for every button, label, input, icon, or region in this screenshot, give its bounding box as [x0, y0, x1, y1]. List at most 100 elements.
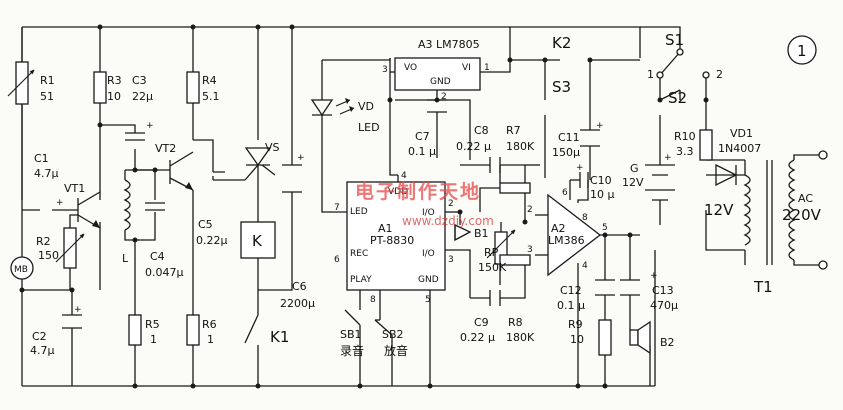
label-c1-value: 4.7μ	[34, 167, 59, 180]
label-sw1: 1	[647, 68, 654, 81]
label-a1-pin3: 3	[448, 255, 454, 265]
label-c12: C12	[560, 284, 582, 297]
label-c4: C4	[150, 250, 165, 263]
label-c8-value: 0.22 μ	[456, 140, 491, 153]
label-c6: C6	[292, 280, 307, 293]
label-c8: C8	[474, 124, 489, 137]
label-r5-value: 1	[150, 333, 157, 346]
label-vt1: VT1	[64, 182, 85, 195]
label-play: PLAY	[350, 275, 372, 285]
label-amp-pin5: 5	[602, 223, 608, 233]
label-circled-1: 1	[797, 42, 807, 60]
label-amp-pin6: 6	[562, 188, 568, 198]
label-c2-value: 4.7μ	[30, 344, 55, 357]
label-s2: S2	[668, 89, 687, 107]
label-r4: R4	[202, 74, 217, 87]
label-plus-c3: +	[146, 121, 154, 131]
label-c5: C5	[198, 218, 213, 231]
component-labels: R1 51 R3 10 C3 22μ R4 5.1 C1 4.7μ VT1 VT…	[14, 31, 822, 358]
label-c6-value: 2200μ	[280, 297, 315, 310]
component-symbols	[7, 24, 828, 389]
label-k2: K2	[552, 34, 571, 52]
label-s3: S3	[552, 78, 571, 96]
label-vt2: VT2	[155, 142, 176, 155]
label-b1: B1	[474, 227, 489, 240]
label-reg-pin3: 3	[382, 65, 388, 75]
label-k1: K1	[270, 328, 289, 346]
label-c10-value: 10 μ	[590, 188, 615, 201]
label-io2: I/O	[422, 249, 435, 259]
label-c9-value: 0.22 μ	[460, 331, 495, 344]
label-r3-value: 10	[107, 90, 121, 103]
label-plus-c1: +	[56, 198, 64, 208]
label-t1: T1	[753, 278, 773, 296]
label-vdd: VDD	[388, 187, 408, 197]
label-amp-pin2: 2	[527, 205, 533, 215]
label-reg-pin2: 2	[441, 92, 447, 102]
label-a1-pin5: 5	[425, 295, 431, 305]
label-sw2: 2	[716, 68, 723, 81]
label-led: LED	[358, 121, 380, 134]
label-a1-chip: PT-8830	[370, 234, 414, 247]
label-c3-value: 22μ	[132, 90, 153, 103]
label-mb: MB	[14, 265, 28, 275]
label-r7-value: 180K	[506, 140, 535, 153]
label-amp-pin8: 8	[582, 213, 588, 223]
label-a1-pin6: 6	[334, 255, 340, 265]
label-r10: R10	[674, 130, 696, 143]
label-c10: C10	[590, 174, 612, 187]
label-c12-value: 0.1 μ	[557, 299, 585, 312]
label-r9-value: 10	[570, 333, 584, 346]
label-c9: C9	[474, 316, 489, 329]
label-plus-c13: +	[650, 271, 658, 281]
label-r2: R2	[36, 235, 51, 248]
label-a1: A1	[378, 222, 393, 235]
label-vd1-value: 1N4007	[718, 142, 761, 155]
label-sb2-cn: 放音	[384, 343, 408, 358]
label-amp-pin3: 3	[527, 245, 533, 255]
label-s1: S1	[665, 31, 684, 49]
label-r9: R9	[568, 318, 583, 331]
label-plus-c11: +	[596, 121, 604, 131]
label-r8: R8	[508, 316, 523, 329]
label-c7: C7	[415, 130, 430, 143]
label-c5-value: 0.22μ	[196, 234, 228, 247]
label-ac-220v: 220V	[782, 206, 822, 224]
label-vs: VS	[265, 141, 280, 154]
label-sb1: SB1	[340, 328, 362, 341]
label-a1-pin2: 2	[448, 199, 454, 209]
label-b2: B2	[660, 336, 675, 349]
label-vd1: VD1	[730, 127, 753, 140]
label-r4-value: 5.1	[202, 90, 220, 103]
label-r8-value: 180K	[506, 331, 535, 344]
label-r10-value: 3.3	[676, 145, 694, 158]
label-a3: A3 LM7805	[418, 38, 480, 51]
label-r5: R5	[145, 318, 160, 331]
label-r6: R6	[202, 318, 217, 331]
label-sb1-cn: 录音	[340, 343, 364, 358]
watermark-url: www.dzdiy.com	[402, 214, 494, 228]
label-a1-pin8: 8	[370, 295, 376, 305]
label-transformer-12v: 12V	[704, 201, 734, 219]
label-plus-c2: +	[74, 305, 82, 315]
label-a1-pin7: 7	[334, 203, 340, 213]
label-io1: I/O	[422, 208, 435, 218]
label-c11-value: 150μ	[552, 146, 580, 159]
label-r7: R7	[506, 124, 521, 137]
label-plus-c10: +	[576, 163, 584, 173]
label-c13-value: 470μ	[650, 299, 678, 312]
label-rp-value: 150K	[478, 261, 507, 274]
label-l: L	[122, 252, 129, 265]
label-rec: REC	[350, 249, 368, 259]
label-c4-value: 0.047μ	[145, 266, 184, 279]
watermark: 电子制作天地 www.dzdiy.com	[355, 180, 494, 228]
label-c11: C11	[558, 131, 580, 144]
label-vo: VO	[404, 63, 417, 73]
label-gnd-reg: GND	[430, 77, 451, 87]
label-plus-g: +	[664, 153, 672, 163]
label-r1-value: 51	[40, 90, 54, 103]
label-c13: C13	[652, 284, 674, 297]
label-ac: AC	[798, 192, 813, 205]
label-c1: C1	[34, 152, 49, 165]
